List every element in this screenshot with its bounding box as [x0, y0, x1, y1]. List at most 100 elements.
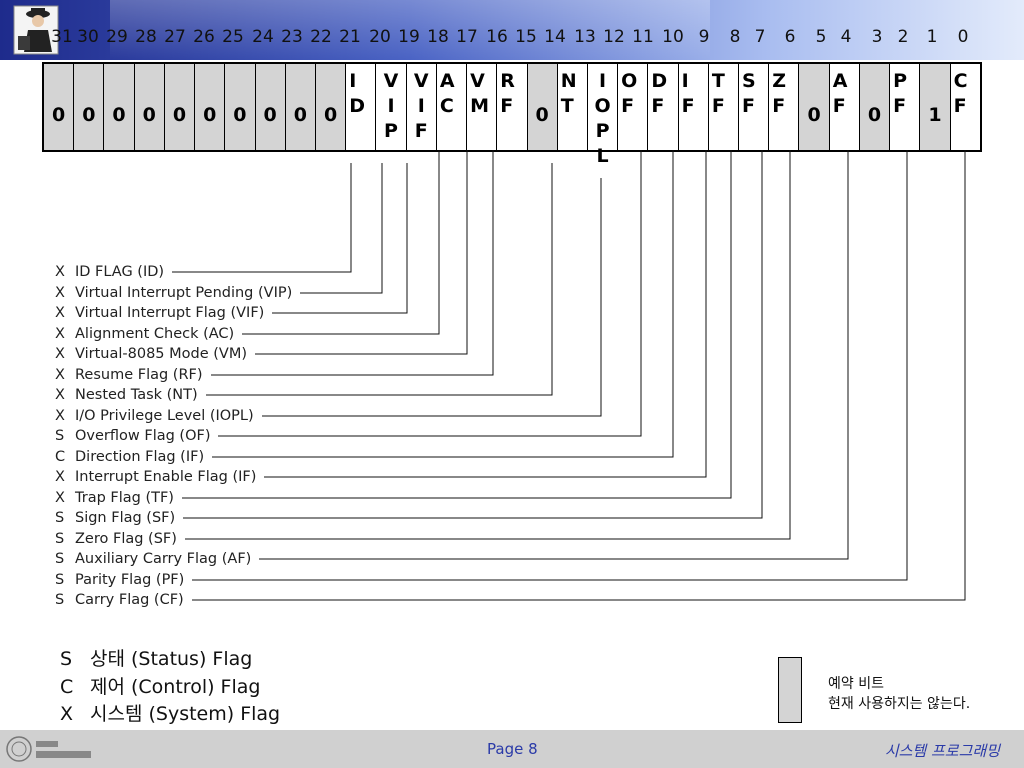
bit-number-10: 10 [662, 27, 684, 47]
title-bar-highlight [110, 0, 710, 60]
flag-name: Interrupt Enable Flag (IF) [75, 469, 257, 485]
footer-bar: Page 8 시스템 프로그래밍 [0, 730, 1024, 768]
flag-type: S [55, 428, 65, 444]
register-cell-text: 0 [867, 104, 882, 126]
register-cell-reserved: 1 [920, 64, 951, 150]
flag-list-item: X Interrupt Enable Flag (IF) [55, 467, 292, 488]
register-cell-text: 0 [82, 104, 96, 126]
presenter-figure-icon [13, 5, 59, 55]
bit-number-21: 21 [339, 27, 361, 47]
register-cell-text: Z F [772, 70, 790, 117]
register-cell-rf: R F [497, 64, 528, 150]
flag-type: X [55, 264, 65, 280]
register-cell-text: V I P [383, 70, 399, 142]
register-cell-text: I O P L [594, 70, 611, 167]
connector-line [242, 150, 440, 335]
flag-name: Carry Flag (CF) [75, 592, 184, 608]
legend-label: 시스템 (System) Flag [90, 703, 281, 725]
register-cell-zf: Z F [769, 64, 800, 150]
flag-list-item: S Overflow Flag (OF) [55, 426, 292, 447]
register-cell-text: D F [651, 70, 671, 117]
bit-number-6: 6 [784, 27, 796, 47]
register-cell-text: N T [560, 70, 580, 117]
register-cell-text: S F [742, 70, 759, 117]
bit-number-19: 19 [398, 27, 420, 47]
bit-number-25: 25 [222, 27, 244, 47]
register-cell-reserved: 0 [859, 64, 891, 150]
bit-number-26: 26 [193, 27, 215, 47]
bit-number-14: 14 [544, 27, 566, 47]
register-cell-reserved: 0 [527, 64, 558, 150]
bit-number-24: 24 [252, 27, 274, 47]
register-cell-text: A F [832, 70, 851, 117]
title-bar [0, 0, 1024, 60]
register-cell-text: R F [500, 70, 518, 117]
flag-name: I/O Privilege Level (IOPL) [75, 407, 254, 424]
bit-number-3: 3 [871, 27, 883, 47]
legend-key: X [60, 703, 74, 725]
register-cell-text: 0 [807, 104, 821, 126]
register-cell-text: I F [681, 70, 698, 117]
register-cell-text: 0 [172, 104, 187, 126]
flag-name: Trap Flag (TF) [75, 489, 174, 506]
bit-number-9: 9 [698, 27, 710, 47]
flag-type: C [55, 448, 66, 465]
register-cell-df: D F [648, 64, 679, 150]
flag-name: ID FLAG (ID) [75, 264, 165, 280]
flag-type: X [55, 469, 65, 485]
bit-number-18: 18 [427, 27, 449, 47]
register-cell-pf: P F [890, 64, 921, 150]
flag-type: X [55, 407, 65, 424]
register-cell-if: I F [679, 64, 709, 150]
register-cell-reserved: 0 [225, 64, 256, 150]
connector-line [300, 163, 383, 294]
bit-number-4: 4 [840, 27, 852, 47]
register-cell-sf: S F [739, 64, 770, 150]
flag-name: Overflow Flag (OF) [75, 428, 211, 444]
register-cell-id: I D [346, 64, 377, 150]
connector-line [218, 150, 642, 437]
flag-name: Virtual Interrupt Pending (VIP) [75, 284, 293, 301]
bit-number-20: 20 [369, 27, 391, 47]
register-cell-vip: V I P [376, 64, 407, 150]
register-cell-text: 0 [112, 104, 126, 126]
flag-name: Resume Flag (RF) [75, 366, 203, 383]
register-cell-text: 1 [928, 104, 942, 126]
register-cell-text: 0 [263, 104, 277, 126]
bit-number-0: 0 [957, 27, 969, 47]
legend-label: 제어 (Control) Flag [90, 675, 261, 698]
register-cell-ac: A C [437, 64, 468, 150]
reserved-note-line2: 현재 사용하지는 않는다. [828, 696, 971, 712]
bit-number-30: 30 [77, 27, 99, 47]
register-cell-reserved: 0 [134, 64, 165, 150]
connector-line [259, 150, 849, 560]
register-cell-reserved: 0 [74, 64, 105, 150]
flag-type: X [55, 305, 65, 321]
connector-line [172, 163, 352, 273]
register-cell-reserved: 0 [195, 64, 226, 150]
flag-name: Virtual Interrupt Flag (VIF) [75, 305, 265, 321]
flag-list-item: X I/O Privilege Level (IOPL) [55, 406, 292, 427]
bit-number-12: 12 [603, 27, 625, 47]
register-cell-cf: C F [951, 64, 980, 150]
register-cell-text: A C [439, 70, 458, 117]
flag-name: Auxiliary Carry Flag (AF) [75, 551, 252, 567]
register-cell-reserved: 0 [315, 64, 347, 150]
register-cell-text: O F [621, 70, 641, 117]
legend-item: X 시스템 (System) Flag [60, 701, 280, 729]
connector-line [185, 150, 791, 540]
university-logo-icon [6, 736, 91, 762]
reserved-note-line1: 예약 비트 [828, 676, 884, 692]
register-cell-text: P F [893, 70, 911, 117]
